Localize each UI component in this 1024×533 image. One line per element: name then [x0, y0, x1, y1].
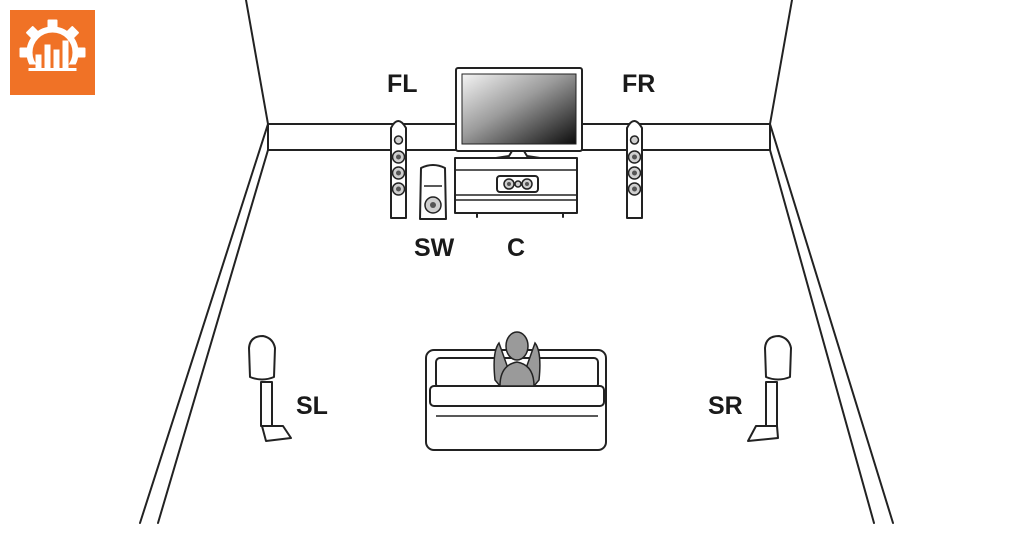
- logo: [10, 10, 95, 95]
- room-outline: [139, 0, 894, 524]
- tv-set: [455, 67, 583, 159]
- front-right-speaker: [626, 120, 643, 219]
- front-left-speaker: [390, 120, 407, 219]
- subwoofer: [419, 164, 447, 220]
- label-surround-right: SR: [708, 392, 743, 420]
- label-center: C: [507, 234, 525, 262]
- sofa: [425, 349, 607, 451]
- surround-left-speaker: [248, 335, 292, 442]
- label-subwoofer: SW: [414, 234, 455, 262]
- label-front-left: FL: [387, 70, 418, 98]
- label-front-right: FR: [622, 70, 655, 98]
- listener-person-icon: [493, 331, 541, 388]
- label-surround-left: SL: [296, 392, 328, 420]
- surround-right-speaker: [747, 335, 792, 442]
- center-speaker: [496, 175, 539, 193]
- gear-with-bar-chart-icon: [19, 19, 86, 87]
